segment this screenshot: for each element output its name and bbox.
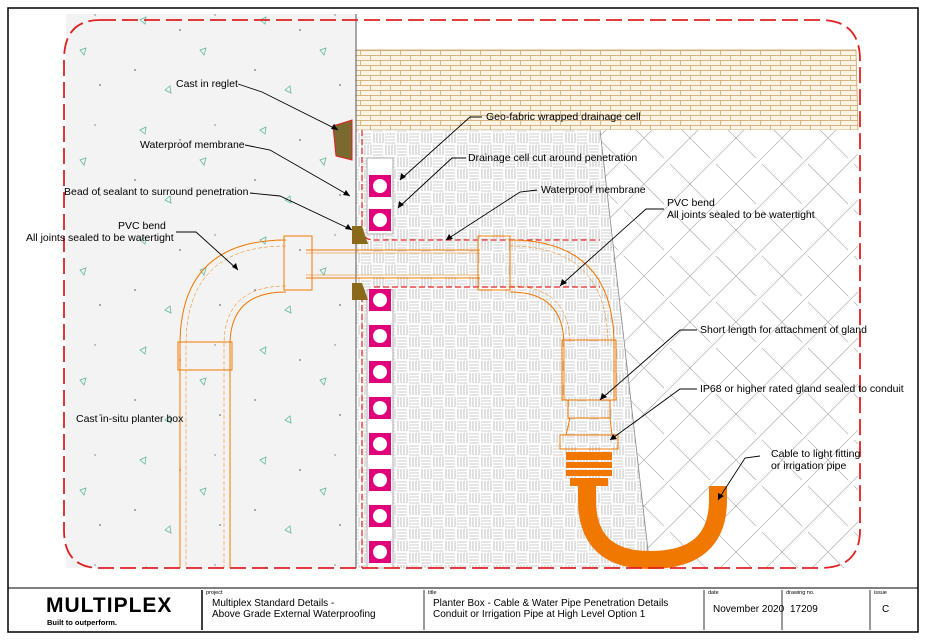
limit-border xyxy=(63,19,861,569)
label-cast-in-situ: Cast in-situ planter box xyxy=(76,413,184,425)
label-bead-of-sealant: Bead of sealant to surround penetration xyxy=(64,186,249,198)
label-pvc-bend-right-note: All joints sealed to be watertight xyxy=(667,209,815,221)
drainage-cell-void xyxy=(373,473,387,487)
pvc-pipe-assembly xyxy=(177,235,619,568)
multiplex-logo: MULTIPLEX xyxy=(46,594,173,617)
reglet xyxy=(332,119,353,161)
title-block xyxy=(8,587,918,630)
label-pvc-bend-left-note: All joints sealed to be watertight xyxy=(26,232,174,244)
drainage-cell-void xyxy=(373,545,387,559)
drainage-cell-void xyxy=(373,437,387,451)
sealant-bead-bottom xyxy=(352,283,368,300)
label-ip68-gland: IP68 or higher rated gland sealed to con… xyxy=(700,383,904,395)
label-short-length: Short length for attachment of gland xyxy=(700,324,867,336)
drainage-cell-void xyxy=(373,365,387,379)
drainage-cell xyxy=(366,157,394,569)
drainage-cell-void xyxy=(373,213,387,227)
label-geo-fabric: Geo-fabric wrapped drainage cell xyxy=(486,111,641,123)
title-line-1: Planter Box - Cable & Water Pipe Penetra… xyxy=(433,598,669,609)
project-line-1: Multiplex Standard Details - xyxy=(212,598,335,609)
label-cast-in-reglet: Cast in reglet xyxy=(176,78,238,90)
sealant-bead-top xyxy=(352,226,368,244)
project-line-2: Above Grade External Waterproofing xyxy=(212,609,376,620)
title-line-2: Conduit or Irrigation Pipe at High Level… xyxy=(433,609,646,620)
issue-label: issue xyxy=(874,590,887,596)
drainage-cell-void xyxy=(373,509,387,523)
project-label: project xyxy=(206,590,223,596)
drainage-cell-void xyxy=(373,179,387,193)
title-label: title xyxy=(428,590,437,596)
membrane-line xyxy=(361,130,600,241)
date-label: date xyxy=(708,590,719,596)
label-drainage-cell-cut: Drainage cell cut around penetration xyxy=(468,152,638,164)
soil-fill xyxy=(600,130,858,568)
issue-value: C xyxy=(882,604,890,615)
arrowheads xyxy=(232,124,724,500)
label-cable-light: Cable to light fitting xyxy=(771,448,861,460)
cable xyxy=(578,486,727,570)
sheet-frame xyxy=(7,7,919,633)
drawing-no-label: drawing no. xyxy=(786,590,815,596)
drainage-cell-void xyxy=(373,401,387,415)
drainage-cell-void xyxy=(373,293,387,307)
gland-nut xyxy=(566,452,612,486)
logo-tagline: Built to outperform. xyxy=(47,618,117,627)
label-pvc-bend-right: PVC bend xyxy=(667,197,715,209)
concrete-wall xyxy=(66,14,356,568)
leader-lines xyxy=(176,83,761,501)
drawing-no-value: 17209 xyxy=(790,604,818,615)
label-waterproof-membrane-left: Waterproof membrane xyxy=(140,139,245,151)
drainage-cell-void xyxy=(373,329,387,343)
date-value: November 2020 xyxy=(713,604,785,615)
label-cable-irrigation: or irrigation pipe xyxy=(771,460,847,472)
label-pvc-bend-left: PVC bend xyxy=(118,220,166,232)
label-waterproof-membrane-right: Waterproof membrane xyxy=(541,184,646,196)
